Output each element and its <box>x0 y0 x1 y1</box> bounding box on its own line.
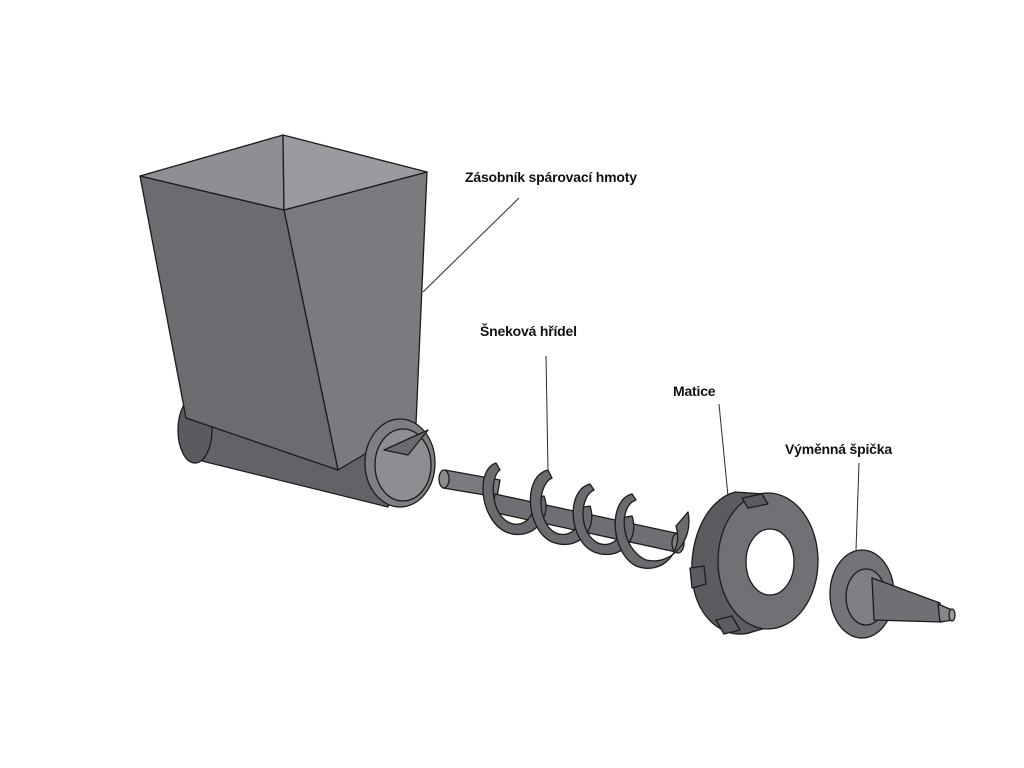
leader-hopper <box>422 197 520 293</box>
label-screw: Šneková hřídel <box>480 323 577 339</box>
hopper-tube-outlet-inner <box>374 428 432 502</box>
tip-cone <box>871 577 943 623</box>
leader-nut <box>718 403 729 497</box>
leader-tip <box>855 462 860 551</box>
tip-nozzle-end <box>948 608 956 622</box>
leader-screw <box>545 355 549 471</box>
screw-flight-2 <box>529 469 593 546</box>
nut-notch-left <box>689 565 707 589</box>
nut-hole <box>745 528 795 596</box>
tip-part <box>829 549 956 639</box>
nut-notch-top <box>741 493 769 509</box>
label-hopper: Zásobník spárovací hmoty <box>465 169 637 185</box>
nut-part <box>689 491 819 635</box>
hopper-part <box>139 134 436 508</box>
label-nut: Matice <box>673 383 716 399</box>
screw-shaft-end <box>438 469 450 489</box>
nut-notch-bottom <box>715 615 741 635</box>
hopper-inner-right <box>282 134 428 211</box>
hopper-tube-inner-screw-edge <box>383 429 429 456</box>
screw-flight-3 <box>572 483 635 556</box>
screw-flight-4 <box>614 493 690 569</box>
screw-flight-1 <box>482 462 547 536</box>
screw-part <box>438 462 690 569</box>
label-tip: Výměnná špička <box>785 441 892 457</box>
